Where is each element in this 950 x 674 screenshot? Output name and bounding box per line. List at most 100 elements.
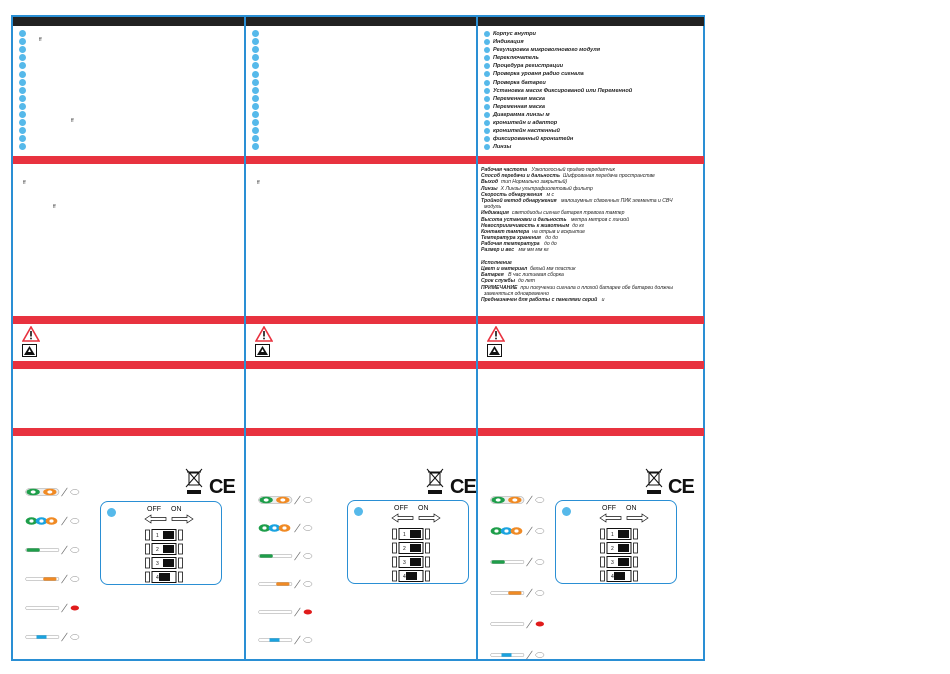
- spec-key: Индикация: [481, 210, 509, 217]
- spec-value: до до: [542, 241, 557, 248]
- dip-switch[interactable]: 3: [600, 556, 638, 568]
- page-frame: [11, 15, 705, 661]
- dip-switch[interactable]: 2: [145, 543, 183, 555]
- bullet-dot: [19, 46, 26, 54]
- spec-value: тип Нормально закрытый): [501, 179, 568, 186]
- section-bar: [13, 316, 244, 324]
- section-bar: [246, 316, 476, 324]
- spec-value: заменяться одновременно: [484, 290, 549, 297]
- weee-bin-icon: [185, 468, 203, 494]
- spec-line: Рабочая температура до до: [481, 241, 673, 247]
- bullet-dot: [19, 86, 26, 94]
- bullet-dot: [252, 78, 259, 86]
- bullet-dot: [484, 103, 490, 110]
- bullet-dot: [19, 70, 26, 78]
- led-indicator-row: [258, 523, 313, 533]
- esd-icon: [255, 344, 270, 357]
- bullet-dot: [484, 63, 490, 70]
- dip-switch[interactable]: 4: [600, 570, 638, 582]
- spec-key: Предназначен для работы с панелями серий: [481, 296, 598, 303]
- dip-switch[interactable]: 1: [392, 528, 430, 540]
- bullet-dot: [484, 47, 490, 54]
- led-indicator-row: [25, 516, 80, 526]
- bullet-dot: [252, 94, 259, 102]
- spec-value: светодиоды сигнал батарея тревога тампер: [511, 210, 625, 217]
- section-bar: [13, 156, 244, 164]
- spec-value: и: [600, 296, 605, 303]
- section-bar: [478, 316, 704, 324]
- bullet-dot: [484, 144, 490, 151]
- contents-item-label: Установка масок Фиксированой или Перемен…: [493, 87, 633, 94]
- spec-key: Тройной метод обнаружения: [481, 197, 557, 204]
- section-bar: [13, 361, 244, 369]
- dip-switch-number: 1: [403, 532, 406, 538]
- dip-switch-number: 3: [611, 560, 614, 566]
- led-indicator-row: [490, 619, 544, 629]
- spec-value: В час литиевая сборка: [506, 272, 564, 279]
- bullet-dot: [252, 143, 259, 151]
- dip-switch[interactable]: 1: [145, 529, 183, 541]
- section-bar: [478, 156, 704, 164]
- spec-key: Цвет и материал: [481, 266, 528, 272]
- esd-icon: [487, 344, 502, 357]
- dip-switch-number: 2: [156, 547, 159, 553]
- bullet-dot: [484, 128, 490, 135]
- led-indicator-row: [258, 579, 313, 589]
- dip-switch[interactable]: 3: [145, 557, 183, 569]
- bullet-dot: [484, 111, 490, 118]
- specifications: Рабочая частота Узкополосный приёмо пере…: [481, 167, 673, 303]
- warning-icon: [487, 326, 505, 342]
- bullet-dot: [19, 119, 26, 127]
- spec-line: Высота установки и дальность метра метро…: [481, 217, 673, 223]
- spec-line: Скорость обнаружения м с: [481, 192, 673, 198]
- spec-line: Размер и вес мм мм мм кг: [481, 247, 673, 253]
- bullet-dot: [19, 135, 26, 143]
- section-bar: [246, 156, 476, 164]
- dip-switch[interactable]: 2: [392, 542, 430, 554]
- column-divider-1: [244, 15, 246, 661]
- led-indicator-row: [258, 551, 313, 561]
- bullet-dot: [252, 70, 259, 78]
- bullet-dot: [484, 87, 490, 94]
- spec-key: Температура хранения: [481, 235, 541, 242]
- spec-key: Рабочая температура: [481, 241, 540, 248]
- spec-value: м с: [545, 191, 555, 198]
- spec-key: Линзы: [481, 185, 498, 192]
- bullet-dot: [484, 71, 490, 78]
- contents-item-label: Диаграмма линзы м: [493, 111, 550, 118]
- header-bar: [246, 17, 476, 26]
- off-label: OFF: [394, 505, 408, 512]
- spec-key: Выход: [481, 179, 498, 186]
- bullet-dot: [19, 38, 26, 46]
- dip-switch-number: 1: [611, 532, 614, 538]
- dip-switch[interactable]: 2: [600, 542, 638, 554]
- dip-switch[interactable]: 1: [600, 528, 638, 540]
- bullet-dot: [252, 127, 259, 135]
- spec-key: ПРИМЕЧАНИЕ: [481, 284, 518, 291]
- spec-value: белый мм пластик: [530, 266, 576, 272]
- dip-switch[interactable]: 3: [392, 556, 430, 568]
- spec-key: Скорость обнаружения: [481, 191, 543, 198]
- led-indicator-row: [258, 495, 313, 505]
- contents-item-label: кронштейн настенный: [493, 128, 560, 135]
- header-bar: [13, 17, 244, 26]
- dip-switch-number: 4: [611, 574, 614, 580]
- bullet-dot: [19, 62, 26, 70]
- mark: ff: [257, 180, 260, 186]
- dip-switch[interactable]: 4: [145, 571, 183, 583]
- on-label: ON: [171, 506, 182, 513]
- bullet-dot: [484, 55, 490, 62]
- warning-icon: [22, 326, 40, 342]
- dip-switch[interactable]: 4: [392, 570, 430, 582]
- bullet-dot: [19, 111, 26, 118]
- bullet-dot: [252, 86, 259, 94]
- spec-value: до кг: [572, 222, 585, 229]
